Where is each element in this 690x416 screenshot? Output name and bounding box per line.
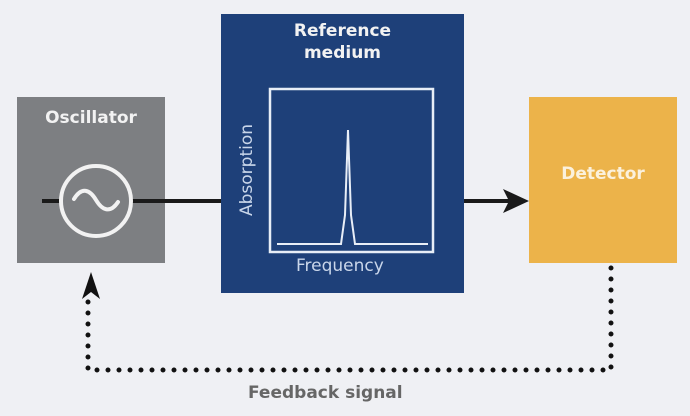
feedback-signal-label: Feedback signal [248,383,403,403]
sine-wave-icon [59,164,133,238]
ref-to-detector-arrow [464,189,529,213]
x-axis-label: Frequency [296,256,384,276]
plot-frame [268,87,435,254]
reference-medium-block: Reference medium [221,14,464,293]
feedback-arrowhead [82,272,100,299]
oscillator-label: Oscillator [45,108,137,128]
feedback-path [82,265,614,373]
detector-block: Detector [529,97,677,263]
detector-label: Detector [561,164,645,184]
y-axis-label: Absorption [237,123,257,217]
reference-label-line2: medium [303,43,382,63]
reference-label-line1: Reference [293,21,392,41]
reference-medium-label: Reference medium [221,20,464,64]
absorption-peak [277,129,428,245]
